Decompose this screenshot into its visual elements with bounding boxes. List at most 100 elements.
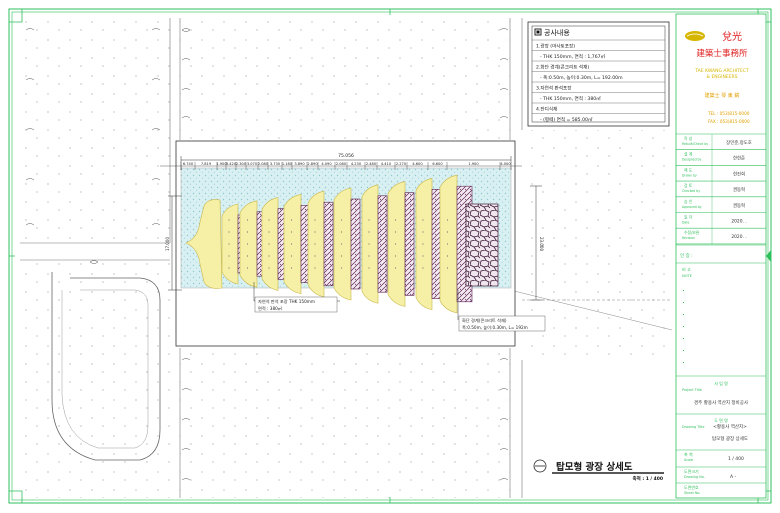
seal-label: 인 증 : — [680, 252, 693, 259]
segment-dim-label: 4.410 — [381, 162, 392, 166]
stone-strip — [377, 195, 388, 293]
paver-dot — [368, 267, 370, 269]
paver-dot — [422, 267, 424, 269]
note-heading: 1.광장 (마사토포장) — [536, 42, 575, 49]
paver-dot — [422, 255, 424, 257]
paver-dot — [314, 255, 316, 257]
segment-dim-label: 1.900 — [216, 162, 227, 166]
callout-flagstone: 자연석 판석 포장 THK 150mm 면적 : 380㎡ — [253, 282, 340, 313]
title-block: 兌光 建築士事務所 TAE KWANG ARCHITECT & ENGINEER… — [675, 13, 767, 499]
drawing-title-block: 탑모형 광장 상세도 축척 : 1 / 400 — [533, 459, 664, 482]
segment-dim-label: 2.270 — [396, 162, 407, 166]
paver-dot — [394, 243, 397, 245]
left-dim-label: 17.000 — [165, 237, 170, 251]
drawing-label-en: Drawing Title — [682, 425, 704, 429]
pagoda-tier — [415, 178, 433, 310]
stone-strip — [350, 198, 361, 290]
tb-value: 현진희 — [733, 170, 745, 177]
paver-dot — [290, 219, 293, 221]
segment-dim-label: 6.600 — [432, 162, 443, 166]
scale-label-kr: 축 척 — [684, 451, 693, 457]
paver-dot — [290, 243, 293, 245]
segment-dim-label: 4.000 — [500, 162, 511, 166]
pagoda-tier — [387, 181, 406, 307]
paver-dot — [446, 219, 449, 221]
paver-dot — [446, 255, 449, 257]
tb-label-kr: 작 성 — [684, 136, 693, 141]
drawing-value-1: <황용사 역산지> — [713, 423, 747, 430]
paver-dot — [228, 267, 230, 269]
paver-dot — [314, 219, 316, 221]
pagoda-tier — [261, 197, 279, 291]
tb-label-en: Rebuilt/Check by — [682, 142, 708, 146]
paver-dot — [268, 231, 270, 233]
note-detail: - THK 150mm, 면적 : 380㎡ — [540, 95, 601, 102]
drawing-scale: 축척 : 1 / 400 — [632, 475, 663, 482]
paver-dot — [340, 267, 343, 269]
paver-dot — [446, 267, 449, 269]
firm-name-cn: 兌光 — [722, 30, 742, 43]
paver-dot — [268, 267, 270, 269]
stone-strip — [404, 192, 415, 296]
firm-name-en-2: & ENGINEERS — [707, 74, 738, 80]
segment-dim-label: 2.080 — [336, 162, 347, 166]
size-label-kr: 도면크기 — [684, 468, 699, 474]
site-background — [20, 18, 673, 498]
stone-strip — [323, 201, 334, 287]
stone-block — [465, 203, 499, 287]
tb-label-kr: 검 토 — [684, 183, 693, 188]
paver-dot — [314, 243, 316, 245]
tb-value: 장민준,정도호 — [726, 139, 752, 146]
pagoda-tier — [221, 203, 239, 285]
tb-label-kr: 승 인 — [684, 199, 693, 204]
pagoda-tier — [333, 187, 352, 301]
tb-label-kr: 수정/보완 — [684, 230, 700, 235]
firm-fax: FAX : 053)815-0000 — [708, 119, 750, 124]
firm-architect: 建築士 琴 東 鎬 — [705, 92, 740, 99]
paver-dot — [368, 243, 370, 245]
tb-label-en: Revision — [682, 236, 695, 240]
remarks-ticks — [683, 290, 684, 363]
pagoda-base-tier — [185, 199, 223, 289]
paver-dot — [314, 231, 316, 233]
paver-dot — [394, 267, 397, 269]
paver-dot — [446, 243, 449, 245]
segment-dim-label: 2.890 — [307, 162, 318, 166]
segment-dim-label: 6.740 — [183, 162, 194, 166]
segment-dim-label: 4.090 — [321, 162, 332, 166]
note-detail: - 폭:0.50m, 높이:0.30m, L= 192.00m — [540, 74, 623, 81]
paver-dot — [268, 255, 270, 257]
pagoda-tier — [239, 200, 258, 288]
segment-dim-label: 1.900 — [468, 162, 479, 166]
tb-label-kr: 설 계 — [684, 152, 693, 157]
segment-dim-label: 3.070 — [247, 162, 258, 166]
paver-dot — [290, 255, 293, 257]
right-dim-label: 23.000 — [539, 237, 544, 251]
note-heading: 3.자연석 판석포장 — [536, 84, 572, 91]
pagoda-tier — [361, 184, 379, 304]
drawing-title: 탑모형 광장 상세도 — [556, 461, 633, 473]
paver-dot — [394, 255, 397, 257]
remarks-label: 비 고 — [682, 266, 691, 272]
paver-dot — [394, 231, 397, 233]
tb-label-kr: 일 자 — [684, 215, 693, 220]
drawing-label-kr: 도 면 명 — [714, 417, 728, 423]
paver-dot — [228, 219, 230, 221]
segment-dim-label: 2.480 — [366, 162, 377, 166]
callout-curb-line2: 폭:0.50m, 높이:0.30m, L= 192m — [462, 324, 528, 331]
note-detail: - THK 150mm, 면적 : 1,767㎡ — [540, 53, 606, 60]
note-heading: 4.잔디식재 — [536, 105, 557, 112]
paver-dot — [340, 219, 343, 221]
segment-dim-label: 3.730 — [270, 162, 281, 166]
sheet-label-en: Sheet No. — [684, 491, 701, 495]
size-label-en: Drawing No. — [684, 475, 705, 479]
firm-tel: TEL : 053)815-0000 — [707, 111, 750, 116]
sheet-label-kr: 도면번호 — [684, 484, 699, 490]
segment-dim-label: 1.180 — [282, 162, 293, 166]
paver-dot — [228, 255, 230, 257]
pagoda-tier — [283, 194, 302, 294]
paver-dot — [368, 219, 370, 221]
scale-value: 1 / 400 — [728, 456, 744, 462]
callout-curb: 화단 경계(콘크리트 석재) 폭:0.50m, 높이:0.30m, L= 192… — [457, 290, 546, 332]
paver-dot — [446, 231, 449, 233]
